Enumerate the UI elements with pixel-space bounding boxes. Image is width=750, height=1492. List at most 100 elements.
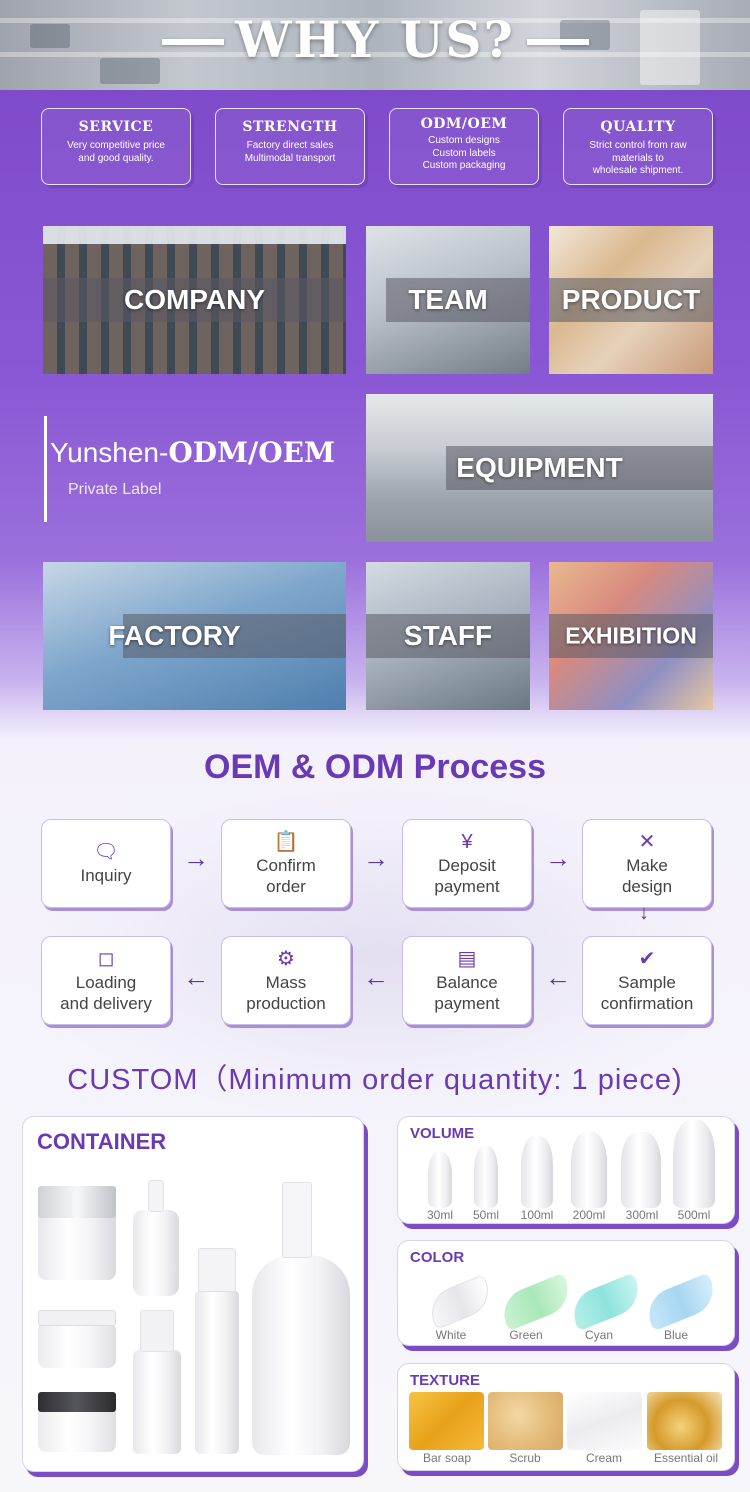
texture-option[interactable]: Essential oil	[653, 1451, 719, 1465]
tile-label: STAFF	[403, 620, 493, 651]
tile-band	[43, 278, 346, 322]
step-confirm-order: 📋 Confirm order	[221, 819, 351, 908]
feature-title: QUALITY	[600, 119, 676, 135]
tile-band	[549, 278, 713, 322]
bottle-50ml-icon	[474, 1146, 498, 1208]
texture-option[interactable]: Bar soap	[422, 1451, 472, 1465]
lotion-bottle-icon	[133, 1350, 181, 1454]
bar-soap-swatch-icon	[409, 1392, 484, 1450]
pump-head-icon	[282, 1182, 312, 1258]
brand-name: Yunshen-ODM/OEM	[50, 436, 335, 469]
tile-exhibition[interactable]: EXHIBITION	[549, 562, 713, 710]
essential-oil-swatch-icon	[647, 1392, 722, 1450]
bottle-500ml-icon	[673, 1120, 715, 1208]
pump-cap-icon	[198, 1248, 236, 1292]
lotion-cap-icon	[140, 1310, 174, 1352]
chat-bubble-icon: 🗨	[93, 841, 119, 863]
feature-text: Factory direct sales Multimodal transpor…	[244, 140, 336, 164]
tools-icon: ✕	[638, 830, 656, 853]
step-sample-confirmation: ✔ Sample confirmation	[582, 936, 712, 1025]
yen-icon: ¥	[461, 830, 473, 853]
feature-text: Very competitive price and good quality.	[67, 140, 165, 164]
texture-title: TEXTURE	[410, 1372, 481, 1389]
color-option[interactable]: Blue	[663, 1328, 689, 1342]
title-bar-left	[162, 39, 224, 45]
step-label: Make design	[621, 855, 673, 896]
lab-worker-shape	[640, 10, 700, 85]
tile-label: FACTORY	[108, 620, 241, 651]
check-circle-icon: ✔	[638, 947, 656, 970]
tile-label: PRODUCT	[561, 284, 701, 315]
arrow-right-icon: →	[363, 843, 389, 873]
box-icon: ◻	[97, 947, 115, 970]
tile-label: TEAM	[408, 284, 488, 315]
scrub-swatch-icon	[488, 1392, 563, 1450]
volume-option[interactable]: 300ml	[625, 1208, 659, 1222]
volume-option[interactable]: 500ml	[677, 1208, 711, 1222]
color-option[interactable]: Cyan	[584, 1328, 613, 1342]
step-label: Loading and delivery	[60, 972, 152, 1013]
step-inquiry: 🗨 Inquiry	[41, 819, 171, 908]
texture-option[interactable]: Cream	[585, 1451, 622, 1465]
volume-option[interactable]: 30ml	[426, 1208, 453, 1222]
jar-container-icon	[38, 1406, 116, 1452]
tile-factory[interactable]: FACTORY	[43, 562, 346, 710]
lab-equipment-shape	[100, 58, 160, 84]
process-title: OEM & ODM Process	[204, 748, 546, 786]
feature-title: SERVICE	[78, 119, 154, 135]
tile-equipment[interactable]: EQUIPMENT	[366, 394, 713, 542]
tile-band	[446, 446, 713, 490]
tile-band	[386, 278, 530, 322]
cream-swatch-icon	[567, 1392, 642, 1450]
color-option[interactable]: Green	[509, 1328, 543, 1342]
tile-band	[123, 614, 346, 658]
tile-company[interactable]: COMPANY	[43, 226, 346, 374]
shelf-decor	[0, 52, 750, 57]
step-balance-payment: ▤ Balance payment	[402, 936, 532, 1025]
feature-title: ODM/OEM	[420, 116, 508, 132]
pump-bottle-icon	[195, 1290, 239, 1454]
volume-option[interactable]: 100ml	[520, 1208, 554, 1222]
feature-service: SERVICE Very competitive price and good …	[41, 108, 191, 185]
volume-option[interactable]: 200ml	[572, 1208, 606, 1222]
clipboard-icon: 📋	[273, 830, 299, 853]
dropper-bottle-icon	[133, 1210, 179, 1296]
volume-title: VOLUME	[410, 1125, 475, 1142]
gear-icon: ⚙	[277, 947, 295, 970]
step-deposit-payment: ¥ Deposit payment	[402, 819, 532, 908]
lab-equipment-shape	[560, 20, 610, 50]
color-option[interactable]: White	[435, 1328, 467, 1342]
step-label: Balance payment	[434, 972, 500, 1013]
feature-strength: STRENGTH Factory direct sales Multimodal…	[215, 108, 365, 185]
step-loading-delivery: ◻ Loading and delivery	[41, 936, 171, 1025]
lab-equipment-shape	[30, 24, 70, 48]
feature-text: Strict control from raw materials to who…	[589, 140, 687, 176]
bottle-200ml-icon	[571, 1132, 607, 1208]
page-title: WHY US?	[235, 10, 515, 69]
arrow-left-icon: ←	[363, 962, 389, 992]
tile-product[interactable]: PRODUCT	[549, 226, 713, 374]
tile-label: EQUIPMENT	[456, 452, 623, 483]
custom-title: CUSTOM（Minimum order quantity: 1 piece)	[67, 1064, 683, 1096]
step-label: Sample confirmation	[600, 972, 694, 1013]
arrow-right-icon: →	[545, 843, 571, 873]
tile-team[interactable]: TEAM	[366, 226, 530, 374]
bottle-100ml-icon	[521, 1136, 553, 1208]
container-title: CONTAINER	[37, 1129, 167, 1154]
brand-subtitle: Private Label	[68, 481, 162, 498]
step-mass-production: ⚙ Mass production	[221, 936, 351, 1025]
volume-option[interactable]: 50ml	[472, 1208, 499, 1222]
arrow-left-icon: ←	[545, 962, 571, 992]
dropper-cap-icon	[148, 1180, 164, 1212]
arrow-down-icon: ↓	[639, 902, 649, 924]
bottle-300ml-icon	[621, 1132, 661, 1208]
tile-label: EXHIBITION	[565, 622, 697, 649]
tile-staff[interactable]: STAFF	[366, 562, 530, 710]
texture-option[interactable]: Scrub	[509, 1451, 541, 1465]
tile-band	[549, 614, 713, 658]
brand-name-prefix: Yunshen-	[50, 437, 169, 468]
step-label: Confirm order	[256, 855, 316, 896]
card-icon: ▤	[457, 947, 477, 970]
feature-title: STRENGTH	[242, 119, 338, 135]
step-label: Mass production	[246, 972, 326, 1013]
